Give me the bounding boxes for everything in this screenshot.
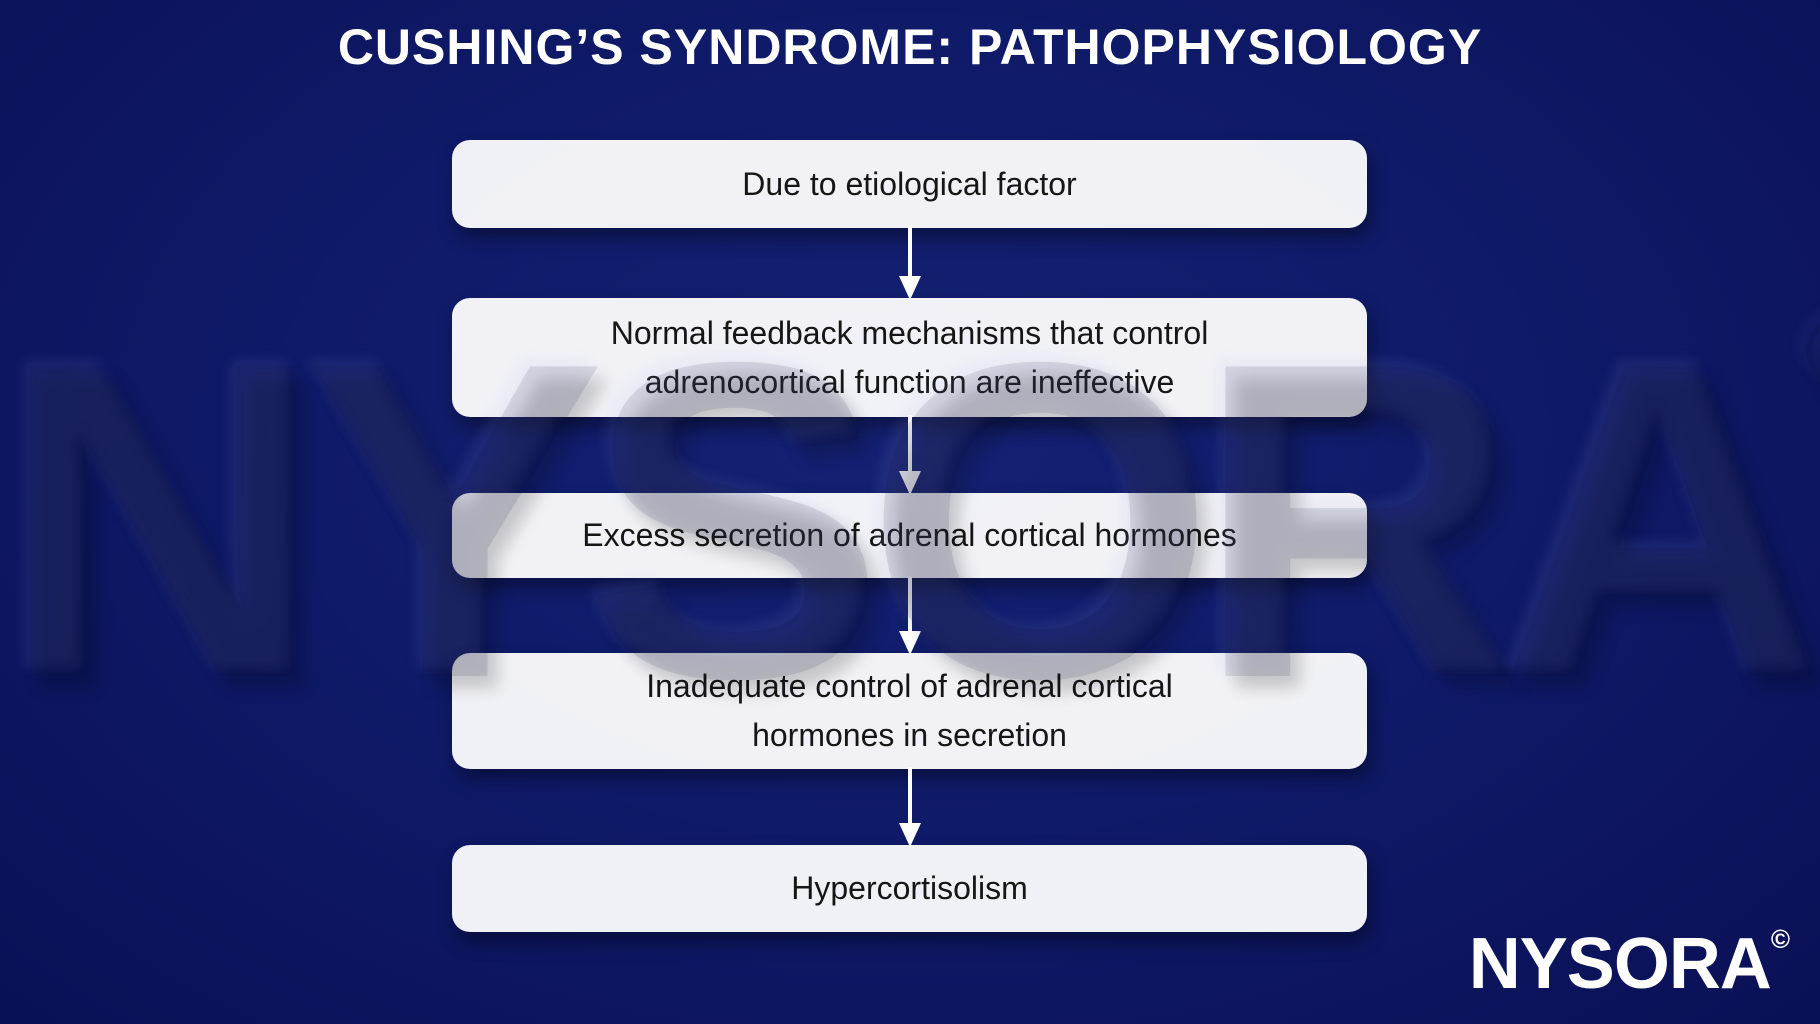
flow-step-1-label: Due to etiological factor bbox=[742, 165, 1077, 202]
arrow-down-icon bbox=[890, 576, 930, 655]
nysora-logo-text: NYSORA bbox=[1468, 924, 1772, 1004]
copyright-icon: © bbox=[1805, 296, 1820, 408]
flow-step-2: Normal feedback mechanisms that control … bbox=[452, 298, 1367, 417]
flow-step-4: Inadequate control of adrenal cortical h… bbox=[452, 653, 1367, 769]
flow-step-4-label: Inadequate control of adrenal cortical h… bbox=[646, 668, 1173, 753]
arrow-down-icon bbox=[890, 226, 930, 300]
flow-step-3-label: Excess secretion of adrenal cortical hor… bbox=[582, 517, 1237, 553]
flow-step-1: Due to etiological factor bbox=[452, 140, 1367, 228]
flow-step-3: Excess secretion of adrenal cortical hor… bbox=[452, 493, 1367, 578]
flow-step-2-label: Normal feedback mechanisms that control … bbox=[610, 314, 1209, 400]
arrow-down-icon bbox=[890, 415, 930, 495]
page-title: CUSHING’S SYNDROME: PATHOPHYSIOLOGY bbox=[337, 19, 1483, 75]
arrow-down-icon bbox=[890, 767, 930, 847]
flow-step-5-label: Hypercortisolism bbox=[791, 870, 1028, 906]
copyright-icon: © bbox=[1770, 924, 1790, 954]
flow-step-5: Hypercortisolism bbox=[452, 845, 1367, 932]
nysora-logo: NYSORA© bbox=[1469, 926, 1790, 1000]
